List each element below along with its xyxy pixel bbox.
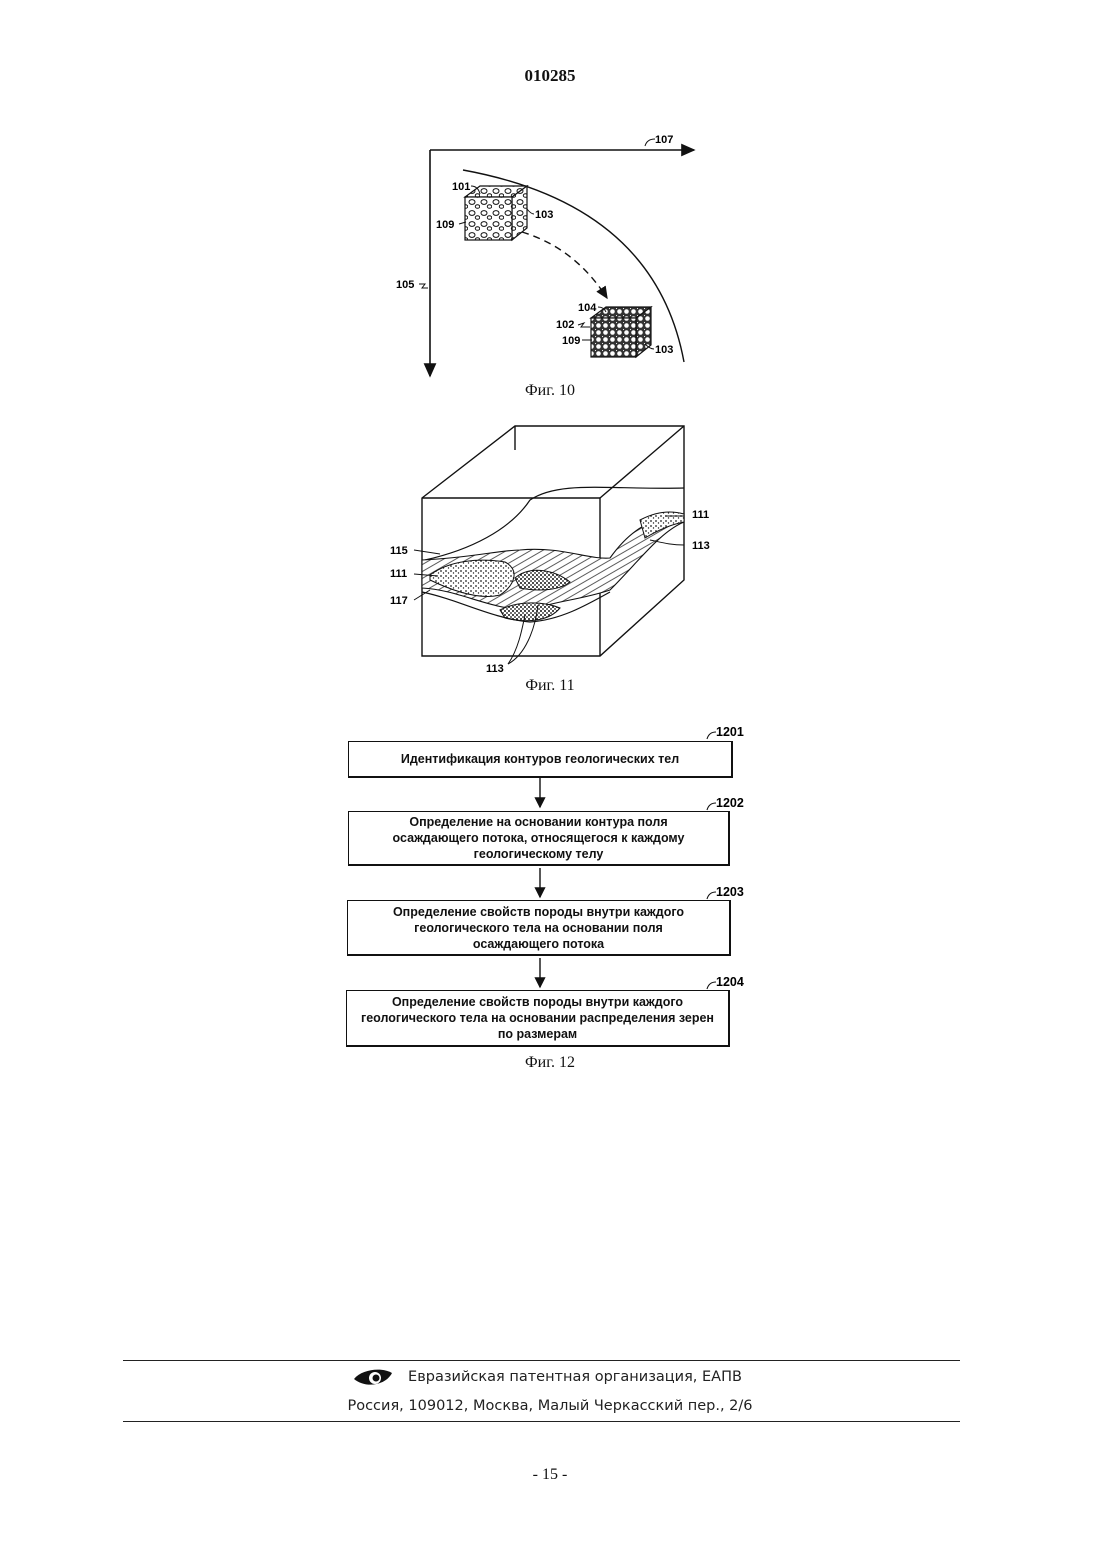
flow-step-1203: Определение свойств породы внутри каждог…	[347, 900, 731, 956]
porous-rock-cube	[465, 186, 527, 240]
flow-step-1201: Идентификация контуров геологических тел	[348, 741, 733, 778]
label-102: 102	[556, 319, 574, 331]
label-113-bottom: 113	[486, 663, 504, 675]
flow-step-1202: Определение на основании контура поля ос…	[348, 811, 730, 866]
label-111-left: 111	[390, 568, 407, 580]
ref-1202: 1202	[716, 796, 744, 810]
flow-step-1204: Определение свойств породы внутри каждог…	[346, 990, 730, 1047]
footer-top-rule	[123, 1360, 960, 1361]
label-105: 105	[396, 279, 414, 291]
label-103-b: 103	[655, 344, 673, 356]
flow-step-1203-text: Определение свойств породы внутри каждог…	[378, 904, 699, 952]
label-103: 103	[535, 209, 553, 221]
label-107: 107	[655, 134, 673, 146]
label-111-right: 111	[692, 509, 709, 521]
label-117: 117	[390, 595, 408, 607]
flow-step-1202-text: Определение на основании контура поля ос…	[389, 814, 688, 862]
footer-address: Россия, 109012, Москва, Малый Черкасский…	[0, 1398, 1100, 1414]
label-104: 104	[578, 302, 597, 314]
footer-bottom-rule	[123, 1421, 960, 1422]
label-109: 109	[436, 219, 454, 231]
flow-step-1204-text: Определение свойств породы внутри каждог…	[361, 994, 714, 1042]
figure-10-drawing: 107 101 109 103 105 104 102 109 103	[0, 0, 1100, 400]
label-113-right: 113	[692, 540, 710, 552]
figure-11-drawing: 111 113 115 111 117 113	[0, 410, 1100, 680]
ref-1201: 1201	[716, 725, 744, 739]
figure-11-caption: Фиг. 11	[0, 677, 1100, 695]
label-115: 115	[390, 545, 408, 557]
ref-1204: 1204	[716, 975, 744, 989]
dashed-transition-arrow	[522, 232, 607, 298]
ref-1203: 1203	[716, 885, 744, 899]
figure-12-caption: Фиг. 12	[0, 1054, 1100, 1072]
label-101: 101	[452, 181, 470, 193]
label-109-b: 109	[562, 335, 580, 347]
figure-10-caption: Фиг. 10	[0, 382, 1100, 400]
flow-step-1201-text: Идентификация контуров геологических тел	[401, 751, 679, 767]
page-number: - 15 -	[0, 1466, 1100, 1484]
compacted-rock-cube	[591, 307, 651, 357]
footer-organization: Евразийская патентная организация, ЕАПВ	[0, 1369, 1100, 1385]
